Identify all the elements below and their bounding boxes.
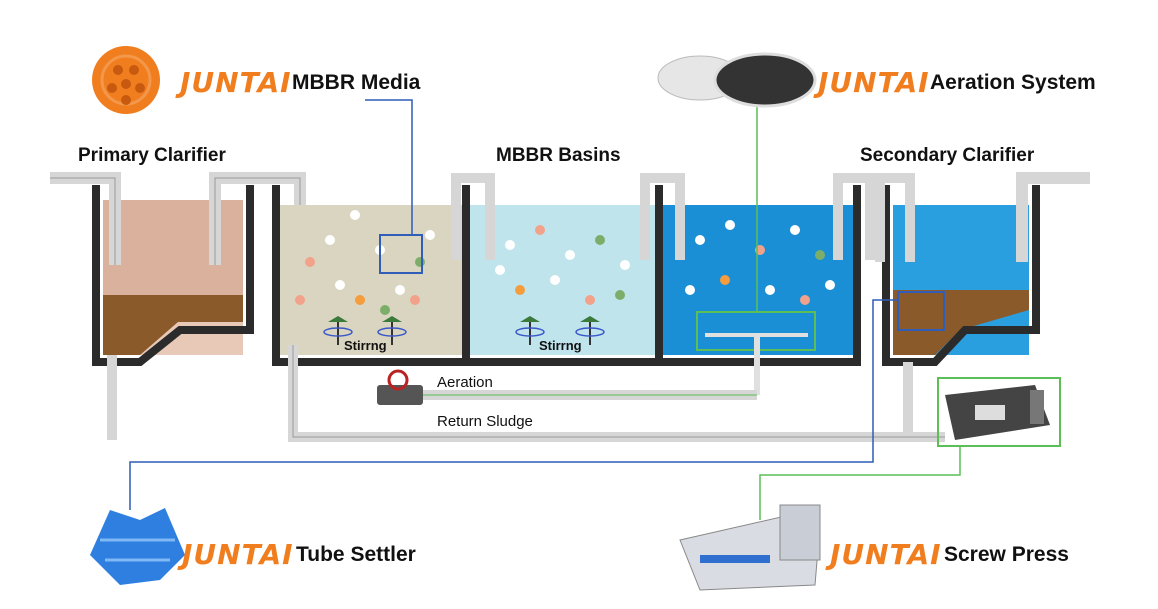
product-label-aeration-system: Aeration System: [930, 71, 1096, 94]
section-title-mbbr-basins: MBBR Basins: [496, 145, 621, 166]
product-label-mbbr-media: MBBR Media: [292, 71, 421, 94]
mbbr-basin-3: [663, 205, 853, 355]
mixer-basin-1: [323, 316, 407, 345]
aeration-diffuser-grid: [696, 311, 816, 395]
brand-logo-tube-settler: JUNTAI: [182, 538, 294, 571]
section-title-secondary-clarifier: Secondary Clarifier: [860, 145, 1035, 166]
brand-logo-mbbr-media: JUNTAI: [180, 66, 292, 99]
screw-press-small-icon: [945, 385, 1050, 440]
air-blower-icon: [377, 369, 423, 405]
tube-settler-icon: [90, 508, 185, 585]
brand-logo-aeration-system: JUNTAI: [818, 66, 930, 99]
mbbr-media-particles: [295, 210, 835, 315]
product-label-screw-press: Screw Press: [944, 543, 1069, 566]
mbbr-basin-1: [280, 205, 462, 355]
secondary-clarifier-tank: [882, 185, 1040, 366]
mixer-label-basin-2: Stirrng: [539, 338, 582, 353]
flow-label-return-sludge: Return Sludge: [437, 413, 533, 430]
secondary-clarifier-pipes: [875, 172, 1090, 435]
connector-lines: [129, 99, 1061, 520]
aeration-disc-icon: [657, 52, 817, 108]
flow-label-aeration: Aeration: [437, 374, 493, 391]
mbbr-media-icon: [92, 46, 160, 114]
screw-press-icon: [679, 504, 821, 591]
mixer-label-basin-1: Stirrng: [344, 338, 387, 353]
brand-logo-screw-press: JUNTAI: [830, 538, 942, 571]
return-sludge-pipe: [288, 345, 945, 442]
section-title-primary-clarifier: Primary Clarifier: [78, 145, 226, 166]
mbbr-basin-walls: [272, 173, 875, 366]
product-label-tube-settler: Tube Settler: [296, 543, 416, 566]
mbbr-basin-2: [470, 205, 655, 355]
mixer-basin-2: [515, 316, 605, 345]
